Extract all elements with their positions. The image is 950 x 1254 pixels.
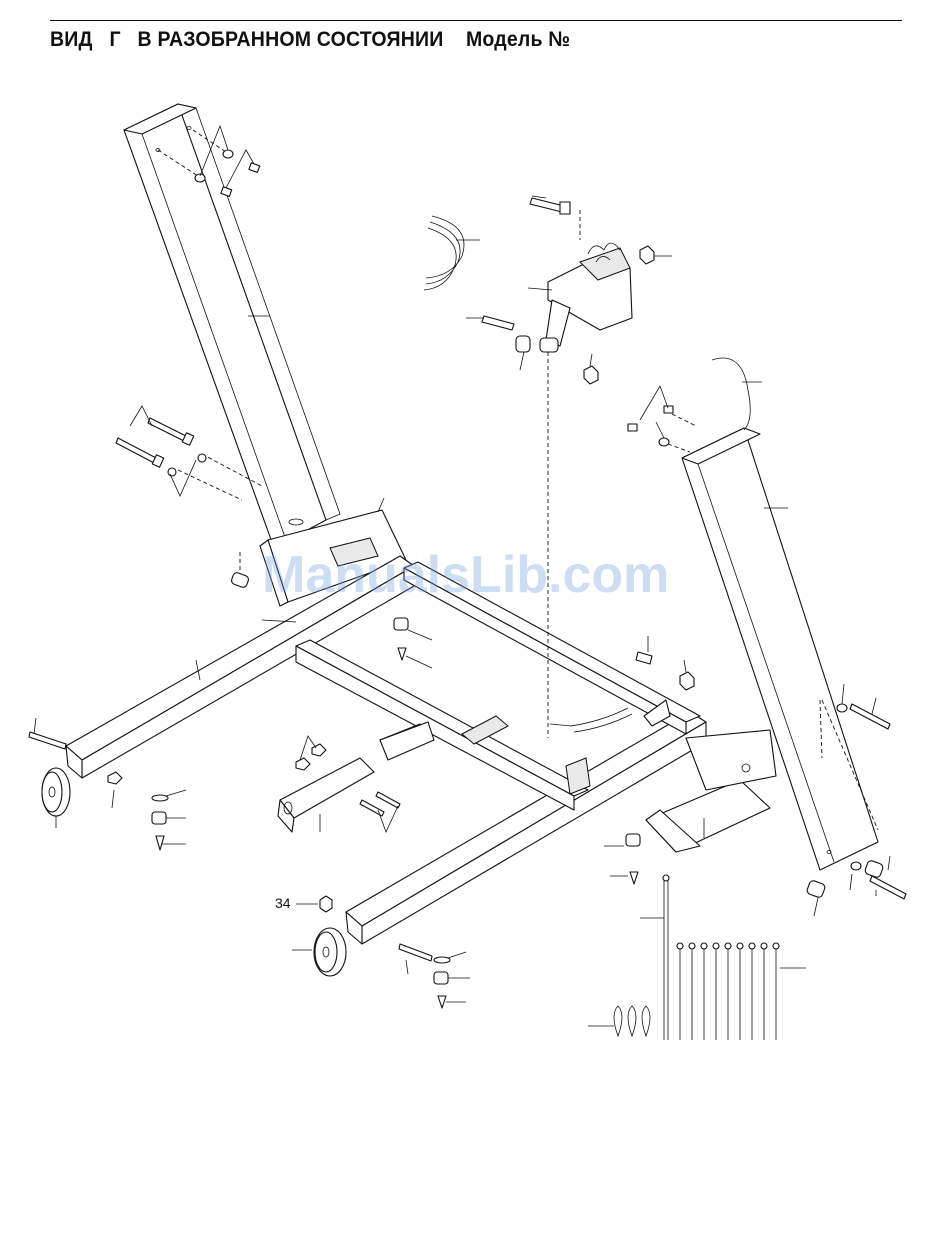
wire-harness-upper <box>424 216 480 290</box>
watermark: ManualsLib.com <box>262 546 669 604</box>
wire-clips <box>588 1006 650 1036</box>
callout-34-group: 34 <box>275 895 332 912</box>
callout-34: 34 <box>275 895 291 911</box>
left-long-bolts <box>116 406 206 496</box>
front-left-wheel <box>29 718 70 828</box>
left-upright <box>124 104 340 548</box>
cable-ties <box>640 875 806 1040</box>
